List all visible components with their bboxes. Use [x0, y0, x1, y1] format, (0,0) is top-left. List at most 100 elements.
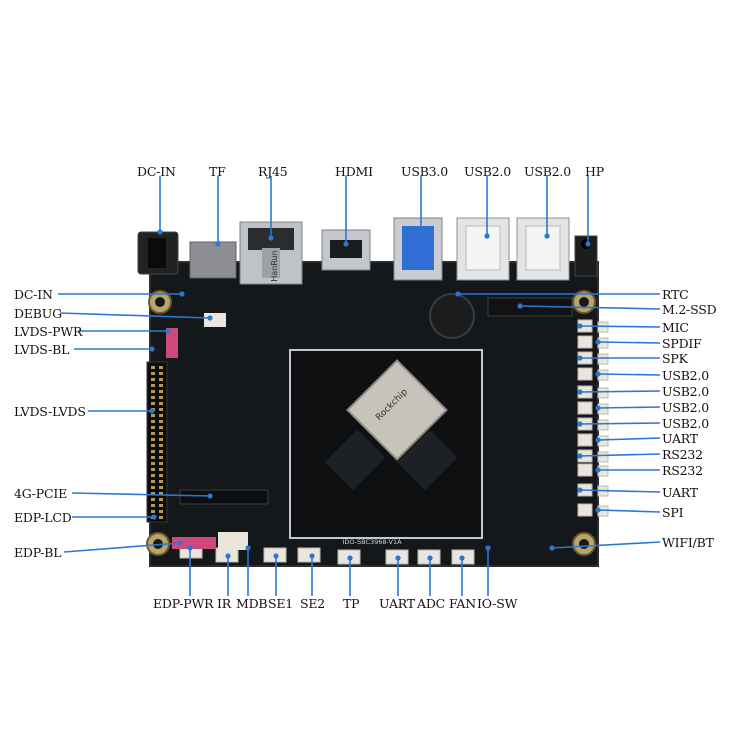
leader-dot — [207, 493, 213, 499]
leader-line — [71, 492, 211, 497]
hp-jack — [574, 235, 598, 277]
leader-dot — [595, 507, 601, 513]
label-lvds-bl: LVDS-BL — [14, 342, 70, 357]
board-silk: IDO-SBC3968-V1A — [342, 538, 402, 546]
leader-dot — [577, 389, 583, 395]
leader-dot — [517, 303, 523, 309]
label-m2-ssd: M.2-SSD — [662, 302, 717, 317]
label-wifi-bt: WIFI/BT — [662, 535, 714, 550]
label-usb20-r3: USB2.0 — [662, 400, 709, 415]
edp-bl-connector — [172, 537, 216, 549]
label-usb20-r1: USB2.0 — [662, 368, 709, 383]
label-io-sw: IO-SW — [477, 596, 518, 611]
label-spdif: SPDIF — [662, 336, 702, 351]
leader-line — [579, 390, 661, 393]
leader-dot — [309, 553, 315, 559]
leader-dot — [595, 405, 601, 411]
leader-dot — [177, 540, 183, 546]
rj45-brand: HanRun — [270, 250, 279, 281]
leader-dot — [187, 545, 193, 551]
right-connector — [577, 433, 593, 447]
leader-dot — [577, 355, 583, 361]
leader-dot — [585, 241, 591, 247]
tf-slot — [189, 241, 237, 279]
ram-chip-b — [396, 429, 458, 491]
leader-dot — [273, 553, 279, 559]
leader-dot — [157, 229, 163, 235]
label-usb20-top-b: USB2.0 — [524, 164, 571, 179]
leader-line — [551, 541, 661, 549]
leader-dot — [207, 315, 213, 321]
leader-line — [597, 373, 661, 376]
lvds-header-pins — [151, 366, 163, 519]
label-rs232-b: RS232 — [662, 463, 703, 478]
leader-line — [579, 422, 661, 425]
label-edp-bl: EDP-BL — [14, 545, 62, 560]
label-adc: ADC — [417, 596, 446, 611]
label-dc-in-left: DC-IN — [14, 287, 53, 302]
leader-dot — [595, 467, 601, 473]
leader-dot — [343, 241, 349, 247]
leader-dot — [577, 323, 583, 329]
label-dc-in-top: DC-IN — [137, 164, 176, 179]
label-spk: SPK — [662, 351, 688, 366]
leader-line — [597, 406, 661, 409]
leader-line — [597, 509, 661, 513]
leader-dot — [595, 437, 601, 443]
label-se2: SE2 — [300, 596, 326, 611]
leader-lines — [58, 176, 661, 596]
leader-dot — [577, 421, 583, 427]
right-connector — [577, 335, 593, 349]
label-edp-lcd: EDP-LCD — [14, 510, 72, 525]
leader-dot — [418, 233, 424, 239]
right-connector — [577, 503, 593, 517]
label-uart-r2: UART — [662, 485, 698, 500]
leader-dot — [215, 241, 221, 247]
label-usb30: USB3.0 — [401, 164, 448, 179]
label-mdb: MDB — [236, 596, 268, 611]
leader-dot — [595, 339, 601, 345]
label-usb20-r2: USB2.0 — [662, 384, 709, 399]
label-usb20-top-a: USB2.0 — [464, 164, 511, 179]
debug-connector — [204, 313, 226, 327]
label-tp: TP — [343, 596, 360, 611]
label-rj45: RJ45 — [258, 164, 288, 179]
pwr-connector-left — [166, 328, 178, 358]
leader-line — [597, 437, 661, 441]
label-tf: TF — [209, 164, 226, 179]
leader-dot — [459, 555, 465, 561]
leader-line — [59, 312, 211, 319]
leader-line — [597, 341, 661, 344]
label-spi: SPI — [662, 505, 684, 520]
label-rs232-a: RS232 — [662, 447, 703, 462]
right-connector — [577, 367, 593, 381]
leader-line — [579, 453, 661, 457]
label-fan: FAN — [449, 596, 476, 611]
leader-dot — [165, 328, 171, 334]
leader-dot — [577, 487, 583, 493]
rtc-battery — [429, 293, 475, 339]
label-debug: DEBUG — [14, 306, 62, 321]
soc-chip: Rockchip — [346, 359, 448, 461]
label-uart-bottom: UART — [379, 596, 415, 611]
leader-dot — [395, 555, 401, 561]
label-usb20-r4: USB2.0 — [662, 416, 709, 431]
leader-dot — [347, 555, 353, 561]
label-lvds-lvds: LVDS-LVDS — [14, 404, 86, 419]
leader-dot — [484, 233, 490, 239]
bottom-connector — [297, 547, 321, 563]
leader-line — [63, 542, 181, 553]
lvds-header — [146, 361, 168, 523]
leader-dot — [149, 408, 155, 414]
leader-dot — [595, 371, 601, 377]
leader-dot — [455, 291, 461, 297]
leader-dot — [544, 233, 550, 239]
label-hp: HP — [585, 164, 604, 179]
right-connector — [577, 463, 593, 477]
leader-dot — [179, 291, 185, 297]
leader-dot — [577, 453, 583, 459]
right-connector — [577, 401, 593, 415]
label-ir: IR — [217, 596, 231, 611]
leader-dot — [225, 553, 231, 559]
